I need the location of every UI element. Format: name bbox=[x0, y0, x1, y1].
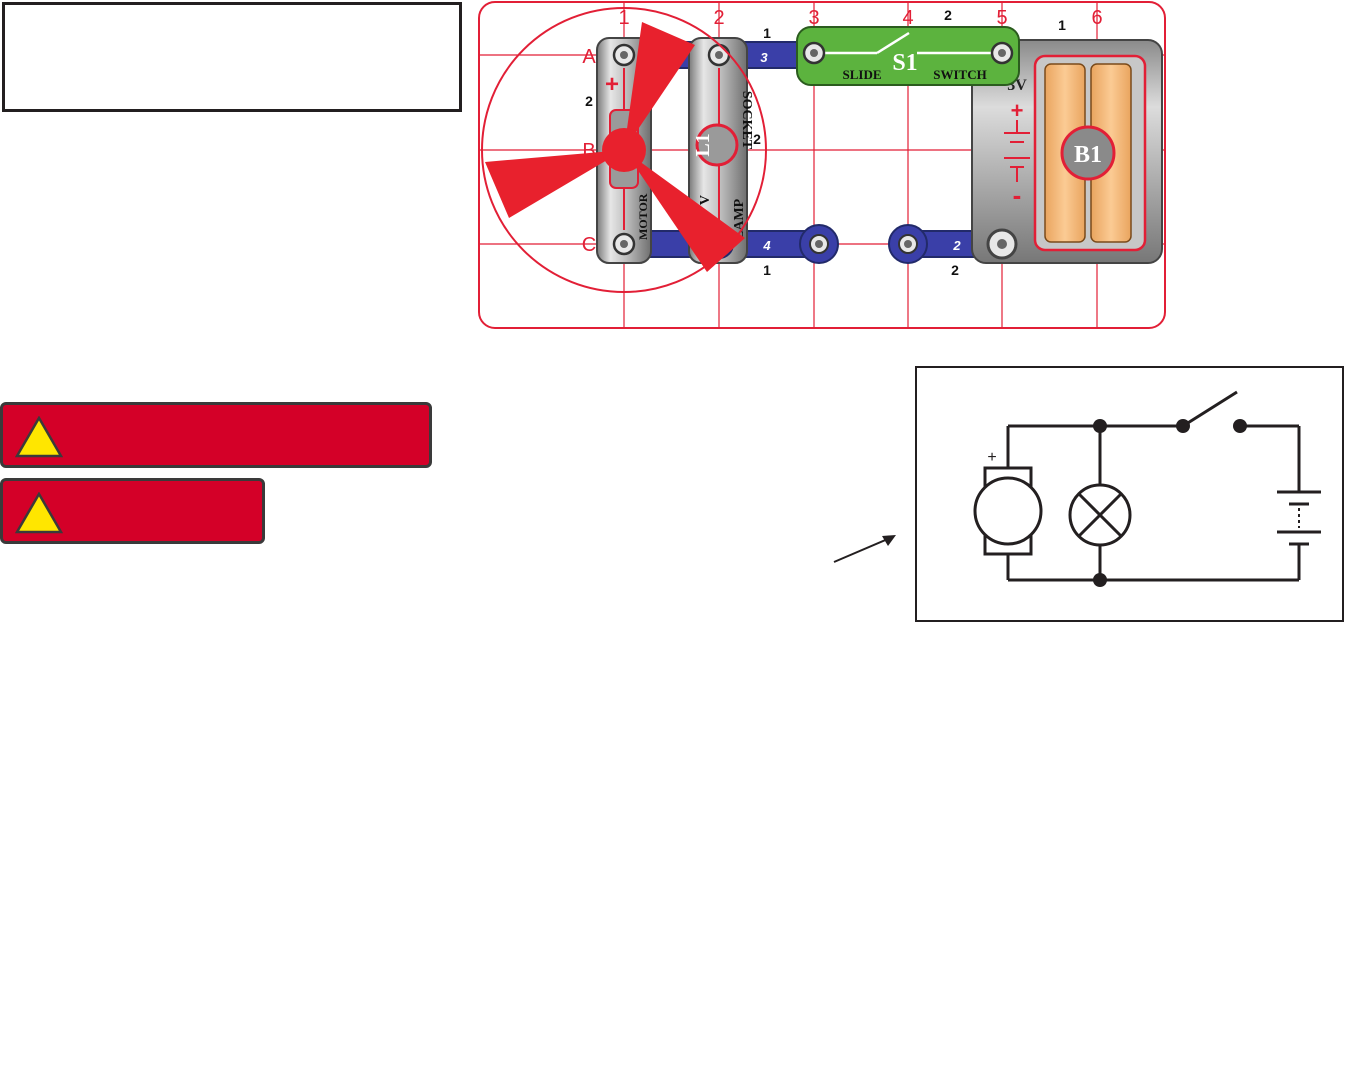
fan-blade bbox=[481, 7, 767, 293]
column-label-6: 6 bbox=[1091, 7, 1102, 29]
switch-label-left: SLIDE bbox=[842, 67, 881, 82]
lamp-voltage: V bbox=[698, 195, 713, 205]
switch-id: S1 bbox=[892, 50, 917, 76]
project-title-box bbox=[2, 2, 462, 112]
row-label-a: A bbox=[582, 46, 596, 68]
wire-number: 4 bbox=[762, 238, 771, 253]
slide-switch-s1: S1 SLIDE SWITCH bbox=[796, 26, 1020, 86]
column-label-2: 2 bbox=[713, 7, 724, 29]
motor-label: MOTOR bbox=[636, 193, 650, 240]
warning-bar-wide bbox=[0, 402, 432, 468]
schematic-motor-plus: + bbox=[987, 449, 996, 466]
level-mark: 2 bbox=[951, 262, 959, 278]
column-label-3: 3 bbox=[808, 7, 819, 29]
pointer-arrow-icon bbox=[833, 535, 896, 563]
battery-symbol bbox=[1277, 490, 1321, 546]
level-mark: 2 bbox=[585, 93, 593, 109]
battery-plus: + bbox=[1011, 98, 1024, 123]
lamp-id: L1 bbox=[692, 133, 714, 156]
lamp-socket-label: SOCKET bbox=[739, 91, 754, 150]
switch-label-right: SWITCH bbox=[933, 67, 986, 82]
circuit-schematic: + bbox=[915, 366, 1344, 622]
level-mark: 1 bbox=[763, 25, 771, 41]
junction-dots bbox=[1093, 419, 1247, 587]
level-mark: 1 bbox=[763, 262, 771, 278]
warning-triangle-icon bbox=[15, 492, 63, 534]
lamp-symbol bbox=[1068, 483, 1132, 547]
row-label-c: C bbox=[582, 234, 596, 256]
lamp-label: LAMP bbox=[732, 198, 747, 240]
column-label-5: 5 bbox=[996, 7, 1007, 29]
level-mark: 2 bbox=[753, 131, 761, 147]
battery-holder-b1: B1 3V + - bbox=[971, 39, 1163, 264]
motor-plus: + bbox=[605, 71, 619, 98]
column-label-1: 1 bbox=[618, 7, 629, 29]
wire-number: 3 bbox=[760, 50, 768, 65]
wire-number: 2 bbox=[952, 238, 961, 253]
lamp-l1: L1 SOCKET LAMP V bbox=[688, 37, 754, 264]
level-mark: 2 bbox=[944, 7, 952, 23]
warning-triangle-icon bbox=[15, 416, 63, 458]
warning-bar-narrow bbox=[0, 478, 265, 544]
column-label-4: 4 bbox=[902, 7, 913, 29]
circuit-board: 1 2 3 4 5 6 A B C 1 2 1 2 2 1 2 3 4 2 bbox=[478, 1, 1166, 329]
battery-id: B1 bbox=[1074, 142, 1102, 168]
level-mark: 1 bbox=[1058, 17, 1066, 33]
motor-symbol: + bbox=[973, 449, 1043, 556]
battery-minus: - bbox=[1013, 180, 1022, 210]
